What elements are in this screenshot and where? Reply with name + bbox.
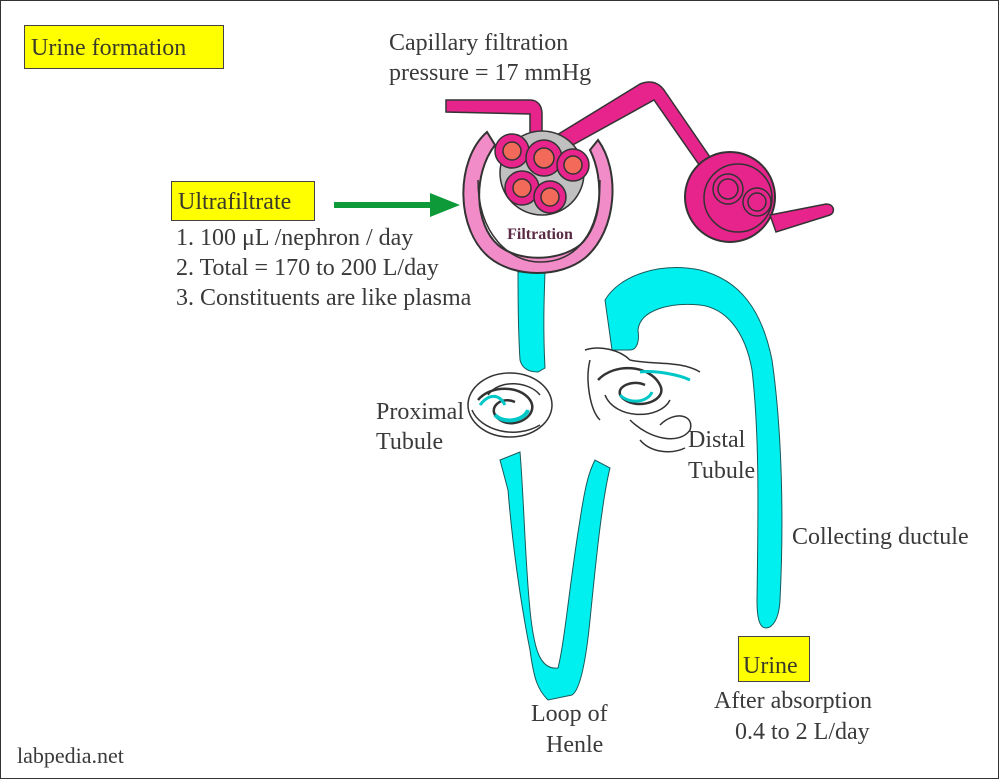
urine-label: Urine	[738, 636, 810, 682]
distal-label-2: Tubule	[688, 458, 756, 484]
distal-tubule-coil	[584, 347, 701, 453]
red-blood-cells	[494, 133, 590, 214]
distal-label-1: Distal	[688, 427, 746, 453]
loop-of-henle	[499, 451, 611, 701]
venule	[769, 203, 835, 233]
ultrafiltrate-item: 1. 100 μL /nephron / day	[176, 225, 414, 251]
proximal-tubule-coil	[467, 372, 553, 438]
capillary-line2: pressure = 17 mmHg	[389, 60, 592, 86]
collecting-ductule	[604, 267, 783, 629]
bowmans-capsule	[462, 130, 614, 274]
peritubular-capillary	[684, 151, 776, 243]
title-label: Urine formation	[24, 25, 224, 69]
ultrafiltrate-item: 3. Constituents are like plasma	[176, 285, 472, 311]
loop-label-2: Henle	[546, 732, 604, 758]
collecting-label: Collecting ductule	[792, 524, 969, 550]
proximal-label-1: Proximal	[376, 399, 464, 425]
ultrafiltrate-item: 2. Total = 170 to 200 L/day	[176, 255, 439, 281]
proximal-label-2: Tubule	[376, 429, 444, 455]
capillary-line1: Capillary filtration	[389, 30, 569, 56]
watermark: labpedia.net	[17, 743, 124, 768]
urine-line2: 0.4 to 2 L/day	[735, 719, 870, 745]
filtration-label: Filtration	[507, 226, 573, 243]
ultrafiltrate-label: Ultrafiltrate	[171, 181, 315, 221]
proximal-tubule	[517, 271, 546, 373]
arrow-icon	[334, 193, 460, 217]
efferent-arteriole	[550, 81, 714, 167]
loop-label-1: Loop of	[531, 701, 608, 727]
urine-line1: After absorption	[714, 688, 872, 714]
